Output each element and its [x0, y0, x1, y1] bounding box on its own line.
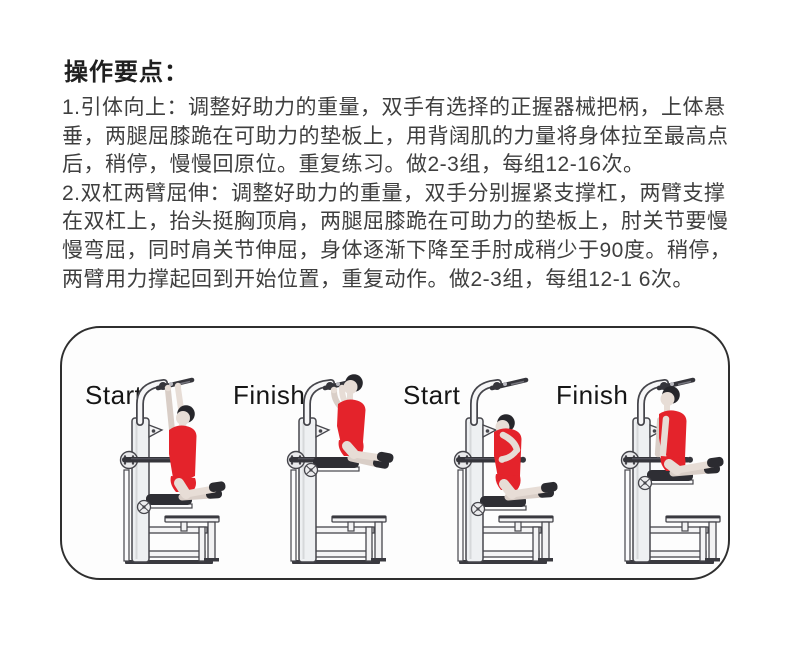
text-line: 两臂用力撑起回到开始位置，重复动作。做2-3组，每组12-1 6次。: [62, 267, 694, 291]
figure-label: Finish: [233, 380, 306, 410]
text-line: 慢弯屈，同时肩关节伸屈，身体逐渐下降至手肘成稍少于90度。稍停，: [62, 238, 732, 262]
dip-finish-machine-illustration: [566, 330, 733, 576]
text-line: 垂，两腿屈膝跪在可助力的垫板上，用背阔肌的力量将身体拉至最高点: [62, 124, 729, 148]
exercise-diagram-box: Start: [60, 326, 730, 580]
pullup-finish-machine-illustration: [232, 374, 394, 576]
dip-start-machine-illustration: [399, 330, 558, 576]
text-line: 在双杠上，抬头挺胸顶肩，两腿屈膝跪在可助力的垫板上，肘关节要慢: [62, 210, 729, 234]
instructions-text: 1.引体向上：调整好助力的重量，双手有选择的正握器械把柄，上体悬 垂，两腿屈膝跪…: [62, 94, 742, 294]
figure-label: Start: [85, 380, 143, 410]
athlete-figure: [330, 374, 394, 469]
pullup-start-machine-illustration: [65, 330, 226, 576]
figure-dip-finish: Finish: [556, 328, 733, 578]
athlete-figure: [164, 382, 226, 501]
athlete-figure: [654, 386, 724, 477]
figure-dip-start: Start: [399, 328, 566, 578]
figure-label: Start: [403, 380, 461, 410]
text-line: 1.引体向上：调整好助力的重量，双手有选择的正握器械把柄，上体悬: [62, 96, 726, 119]
figure-pullup-finish: Finish: [232, 328, 399, 578]
page-title: 操作要点：: [64, 59, 189, 86]
athlete-figure: [494, 414, 558, 501]
figure-pullup-start: Start: [65, 328, 232, 578]
figure-label: Finish: [556, 380, 629, 410]
text-line: 2.双杠两臂屈伸：调整好助力的重量，双手分别握紧支撑杠，两臂支撑: [62, 181, 726, 205]
text-line: 后，稍停，慢慢回原位。重复练习。做2-3组，每组12-16次。: [62, 153, 645, 177]
